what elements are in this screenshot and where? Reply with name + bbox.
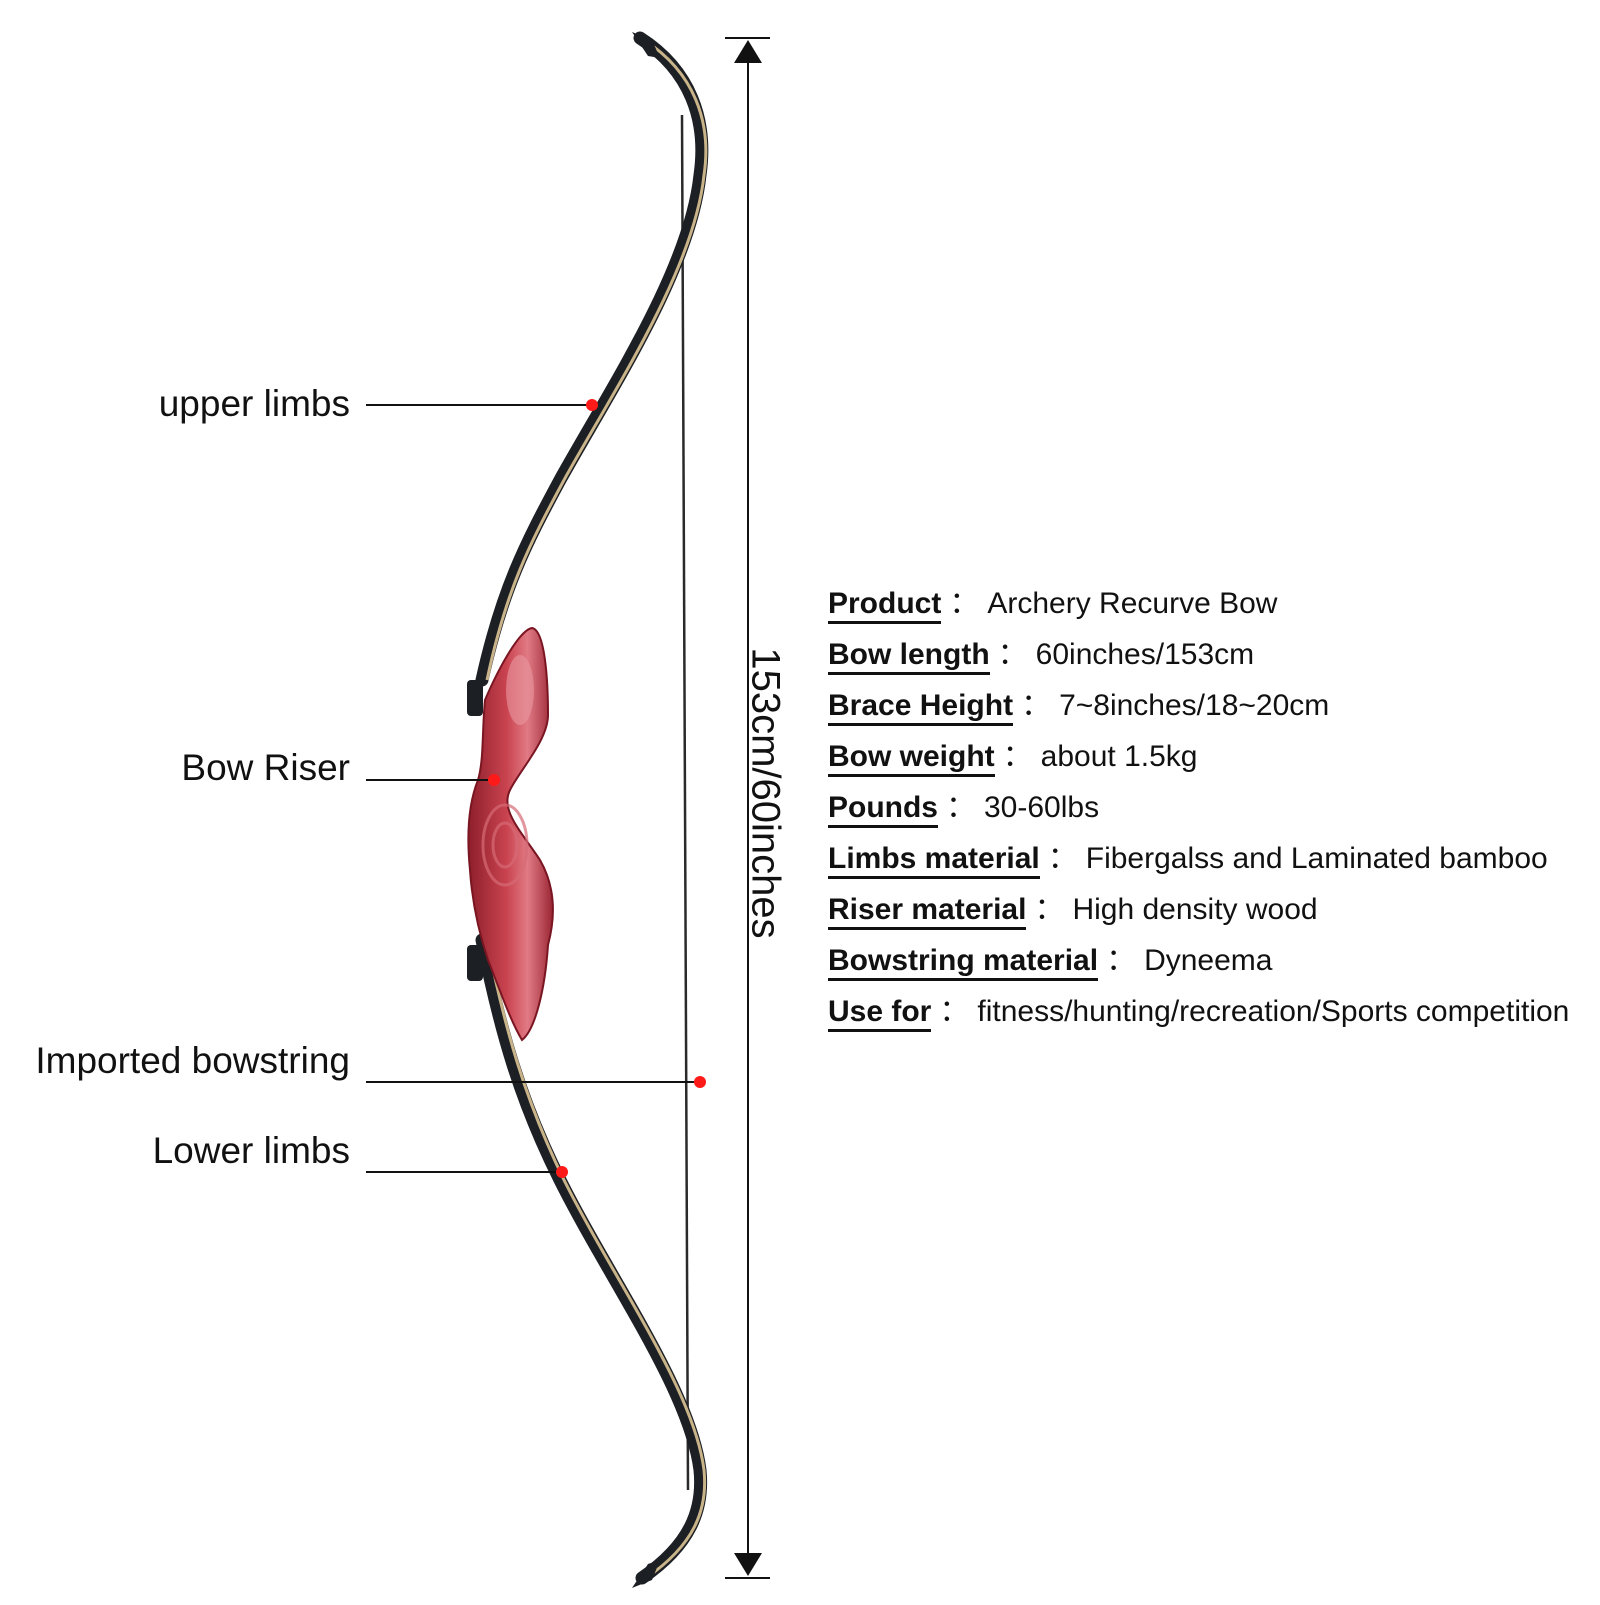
dimension-label: 153cm/60inches [743, 647, 788, 939]
callout-upper-limbs: upper limbs [158, 383, 350, 424]
spec-row: Use for：fitness/hunting/recreation/Sport… [828, 986, 1588, 1037]
riser [467, 626, 554, 1042]
spec-key: Bowstring material [828, 944, 1099, 981]
marker-bowstring [694, 1076, 706, 1088]
lower-limb-stripe [485, 939, 707, 1580]
lower-limb [475, 933, 708, 1585]
spec-row: Bow weight：about 1.5kg [828, 731, 1588, 782]
callout-lower-limbs: Lower limbs [152, 1130, 350, 1171]
riser-wood-grain [491, 821, 519, 869]
spec-separator: ： [946, 791, 976, 824]
spec-separator: ： [1021, 689, 1052, 722]
spec-value: 7~8inches/18~20cm [1059, 689, 1330, 722]
spec-list: Product：Archery Recurve Bow Bow length：6… [828, 578, 1588, 1037]
spec-separator: ： [939, 995, 970, 1028]
spec-row: Limbs material：Fibergalss and Laminated … [828, 833, 1588, 884]
spec-row: Bow length：60inches/153cm [828, 629, 1588, 680]
spec-separator: ： [1002, 740, 1033, 773]
dimension-arrow-bottom [734, 1553, 762, 1576]
spec-key: Bow length [828, 638, 990, 675]
spec-separator: ： [949, 587, 980, 620]
spec-row: Bowstring material：Dyneema [828, 935, 1588, 986]
marker-lower-limbs [556, 1166, 568, 1178]
spec-key: Pounds [828, 791, 938, 828]
spec-separator: ： [1047, 842, 1078, 875]
spec-separator: ： [997, 638, 1028, 671]
upper-limb-bolt [467, 680, 483, 716]
marker-bow-riser [488, 774, 500, 786]
upper-limb-tip [632, 32, 660, 58]
spec-separator: ： [1034, 893, 1065, 926]
callout-bowstring: Imported bowstring [35, 1040, 350, 1081]
lower-limb-bolt [467, 945, 483, 981]
spec-key: Use for [828, 995, 932, 1032]
lower-limb-tip [632, 1560, 660, 1588]
riser-wood-grain [481, 803, 529, 887]
spec-separator: ： [1106, 944, 1137, 977]
spec-row: Riser material：High density wood [828, 884, 1588, 935]
upper-limb-stripe [485, 38, 708, 681]
spec-value: Fibergalss and Laminated bamboo [1085, 842, 1548, 875]
spec-value: fitness/hunting/recreation/Sports compet… [977, 995, 1570, 1028]
callout-bow-riser: Bow Riser [181, 747, 350, 788]
spec-key: Bow weight [828, 740, 995, 777]
spec-value: 30-60lbs [984, 791, 1100, 824]
spec-key: Brace Height [828, 689, 1014, 726]
spec-value: 60inches/153cm [1035, 638, 1255, 671]
spec-value: about 1.5kg [1040, 740, 1198, 773]
spec-key: Riser material [828, 893, 1027, 930]
spec-value: Dyneema [1144, 944, 1273, 977]
spec-row: Product：Archery Recurve Bow [828, 578, 1588, 629]
riser-wood-grain [506, 655, 534, 725]
dimension-arrow-top [734, 40, 762, 63]
spec-value: High density wood [1072, 893, 1318, 926]
spec-value: Archery Recurve Bow [987, 587, 1278, 620]
marker-upper-limbs [586, 399, 598, 411]
spec-key: Product [828, 587, 942, 624]
spec-key: Limbs material [828, 842, 1040, 879]
spec-row: Pounds：30-60lbs [828, 782, 1588, 833]
upper-limb [475, 31, 709, 687]
bowstring [680, 114, 690, 1491]
spec-row: Brace Height：7~8inches/18~20cm [828, 680, 1588, 731]
